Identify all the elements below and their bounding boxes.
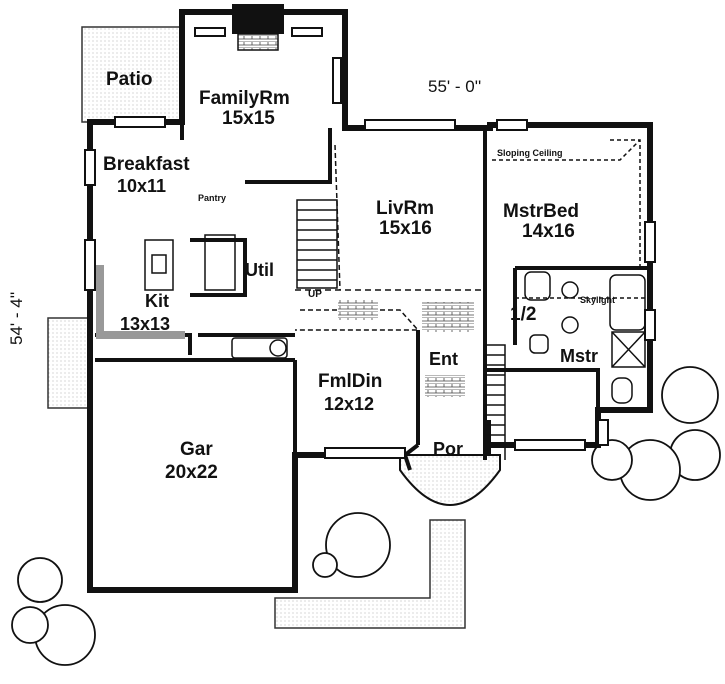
room-name-mstrbed: MstrBed bbox=[503, 201, 579, 222]
window bbox=[644, 221, 656, 263]
fireplace bbox=[232, 4, 284, 34]
foyer-tile bbox=[338, 300, 378, 320]
shrub bbox=[312, 552, 338, 578]
window bbox=[84, 239, 96, 291]
side-stoop bbox=[47, 317, 91, 409]
site-elements bbox=[47, 26, 501, 629]
shrub bbox=[325, 512, 391, 578]
room-name-kit: Kit bbox=[145, 291, 169, 311]
window bbox=[332, 57, 342, 104]
room-size-family: 15x15 bbox=[222, 108, 275, 129]
room-name-half-bath: 1/2 bbox=[510, 304, 536, 325]
room-name-pantry: Pantry bbox=[198, 193, 226, 203]
window bbox=[514, 439, 586, 451]
room-size-gar: 20x22 bbox=[165, 462, 218, 483]
shower bbox=[611, 331, 646, 368]
sloping-ceiling-label: Sloping Ceiling bbox=[497, 148, 563, 158]
room-name-livrm: LivRm bbox=[376, 198, 434, 219]
room-name-patio: Patio bbox=[106, 69, 152, 90]
window bbox=[324, 447, 406, 459]
room-name-gar: Gar bbox=[180, 439, 213, 460]
room-size-fmldin: 12x12 bbox=[324, 394, 374, 414]
stairs bbox=[296, 199, 338, 289]
depth-dimension: 54' - 4'' bbox=[7, 292, 26, 345]
range bbox=[231, 337, 288, 359]
room-name-util: Util bbox=[245, 260, 274, 280]
room-size-breakfast: 10x11 bbox=[117, 176, 166, 196]
room-name-family: FamilyRm bbox=[199, 88, 290, 109]
shrub bbox=[591, 439, 633, 481]
windows bbox=[84, 27, 656, 459]
room-labels: Patio FamilyRm 15x15 Breakfast 10x11 Pan… bbox=[103, 69, 615, 483]
skylight-label: Skylight bbox=[580, 295, 615, 305]
foyer-tile bbox=[422, 302, 474, 332]
details bbox=[96, 139, 650, 460]
patio-slab bbox=[81, 26, 183, 123]
interior-walls bbox=[95, 122, 650, 471]
window bbox=[644, 309, 656, 341]
window bbox=[496, 119, 528, 131]
kitchen-island bbox=[144, 239, 174, 291]
room-name-breakfast: Breakfast bbox=[103, 154, 190, 175]
window bbox=[597, 419, 609, 446]
window bbox=[114, 116, 166, 128]
width-dimension: 55' - 0'' bbox=[428, 77, 481, 96]
shrub bbox=[17, 557, 63, 603]
room-name-ent: Ent bbox=[429, 349, 458, 369]
window bbox=[84, 149, 96, 186]
bathtub bbox=[609, 274, 646, 331]
stair-up-label: UP bbox=[308, 289, 322, 300]
porch-arc bbox=[399, 454, 501, 506]
entry-tile bbox=[425, 375, 465, 397]
window bbox=[291, 27, 323, 37]
shrubs bbox=[11, 366, 721, 666]
window bbox=[364, 119, 456, 131]
room-size-kit: 13x13 bbox=[120, 314, 170, 334]
room-size-livrm: 15x16 bbox=[379, 218, 432, 239]
room-name-fmldin: FmlDin bbox=[318, 371, 382, 392]
room-name-mstr-bath: Mstr bbox=[560, 346, 598, 366]
shrub bbox=[661, 366, 719, 424]
fireplace-hearth bbox=[237, 33, 279, 51]
window bbox=[194, 27, 226, 37]
front-walk bbox=[274, 519, 466, 629]
room-size-mstrbed: 14x16 bbox=[522, 221, 575, 242]
shrub bbox=[11, 606, 49, 644]
room-name-por: Por bbox=[433, 439, 463, 459]
